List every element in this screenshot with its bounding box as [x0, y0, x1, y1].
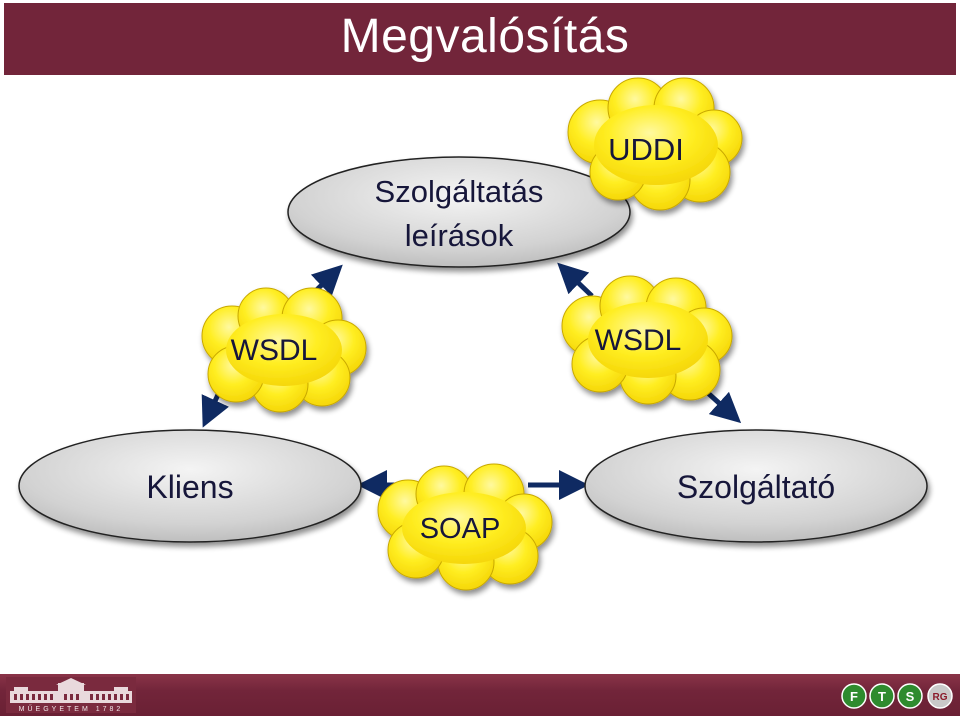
registry-label-line1: Szolgáltatás [375, 174, 544, 209]
arrow-right-to-registry [557, 262, 594, 298]
provider-label: Szolgáltató [677, 469, 835, 505]
cloud-wsdl-left-label: WSDL [231, 334, 318, 367]
cloud-soap-label: SOAP [420, 513, 501, 545]
cloud-uddi: UDDI [567, 77, 743, 211]
title-bar: Megvalósítás [4, 3, 956, 75]
client-label: Kliens [146, 469, 233, 505]
client-node: Kliens [18, 429, 362, 543]
footer-bar [0, 674, 960, 716]
university-text: MŰEGYETEM 1782 [19, 704, 124, 713]
svg-text:RG: RG [933, 692, 948, 703]
university-building-logo: MŰEGYETEM 1782 [6, 677, 136, 713]
cloud-wsdl-left: WSDL [201, 287, 367, 413]
svg-text:F: F [850, 689, 858, 704]
svg-text:S: S [906, 689, 915, 704]
cloud-wsdl-right-label: WSDL [595, 324, 682, 357]
logo-badge-t: T [869, 683, 895, 709]
slide-title: Megvalósítás [340, 10, 630, 63]
svg-text:T: T [878, 689, 886, 704]
provider-node: Szolgáltató [584, 429, 928, 543]
cloud-uddi-label: UDDI [608, 132, 684, 167]
cloud-soap: SOAP [377, 463, 553, 591]
cloud-wsdl-right: WSDL [561, 275, 733, 405]
registry-node: Szolgáltatás leírások [287, 156, 631, 268]
ftsrg-logo: F T S RG [841, 683, 953, 709]
logo-badge-f: F [841, 683, 867, 709]
registry-label-line2: leírások [405, 218, 514, 253]
logo-badge-s: S [897, 683, 923, 709]
logo-badge-rg: RG [927, 683, 953, 709]
